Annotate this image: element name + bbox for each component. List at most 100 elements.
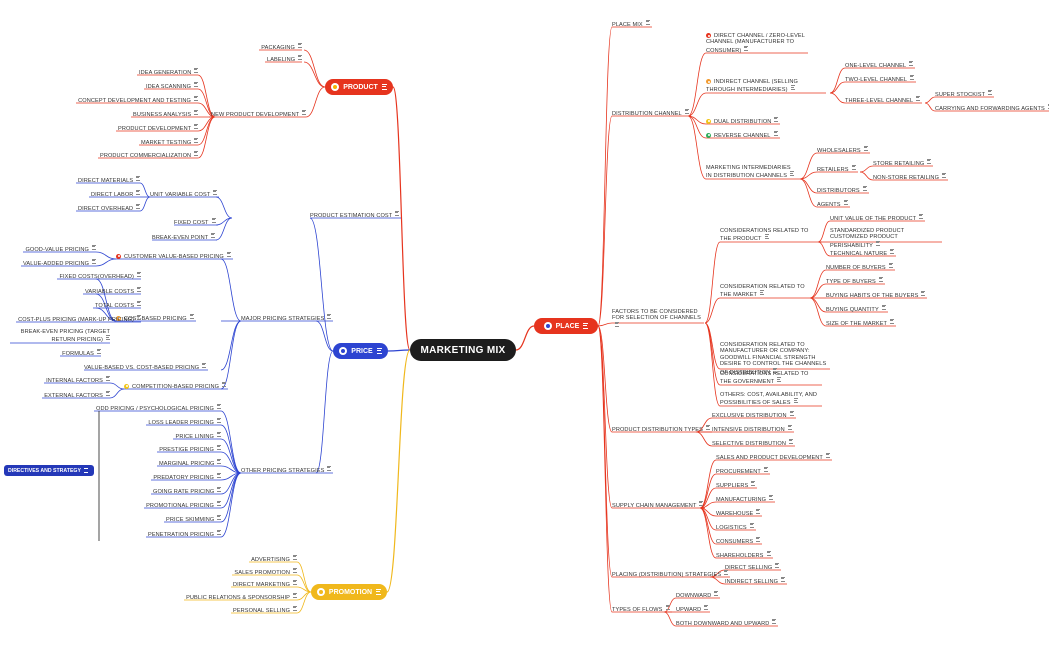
topic-number-of-buyers[interactable]: NUMBER OF BUYERS: [826, 262, 893, 271]
topic-size-of-the-market[interactable]: SIZE OF THE MARKET: [826, 318, 895, 327]
topic-place-mix[interactable]: PLACE MIX: [612, 19, 650, 28]
topic-selective-distribution[interactable]: SELECTIVE DISTRIBUTION: [712, 438, 793, 447]
topic-sales-and-product-development[interactable]: SALES AND PRODUCT DEVELOPMENT: [716, 452, 830, 461]
topic-odd-pricing-psychological-pricing[interactable]: ODD PRICING / PSYCHOLOGICAL PRICING: [96, 403, 221, 412]
topic-non-store-retailing[interactable]: NON-STORE RETAILING: [873, 172, 947, 181]
topic-manufacturing[interactable]: MANUFACTURING: [716, 494, 774, 503]
topic-two-level-channel[interactable]: TWO-LEVEL CHANNEL: [845, 74, 915, 83]
topic-logistics[interactable]: LOGISTICS: [716, 522, 754, 531]
topic-personal-selling[interactable]: PERSONAL SELLING: [233, 605, 298, 614]
topic-external-factors[interactable]: EXTERNAL FACTORS: [44, 390, 110, 399]
topic-public-relations-sponsorship[interactable]: PUBLIC RELATIONS & SPONSORSHIP: [186, 592, 297, 601]
topic-price-lining[interactable]: PRICE LINING: [175, 431, 221, 440]
topic-unit-variable-cost[interactable]: UNIT VARIABLE COST: [150, 189, 218, 198]
topic-wholesalers[interactable]: WHOLESALERS: [817, 145, 868, 154]
main-topic-promotion[interactable]: PROMOTION: [311, 584, 387, 600]
topic-promotional-pricing[interactable]: PROMOTIONAL PRICING: [146, 500, 221, 509]
topic-competition-based-pricing[interactable]: COMPETITION-BASED PRICING: [124, 381, 227, 390]
topic-factors-to-be-considered-for-selection-o[interactable]: FACTORS TO BE CONSIDERED FOR SELECTION O…: [612, 309, 702, 330]
topic-direct-labor[interactable]: DIRECT LABOR: [91, 189, 141, 198]
central-topic[interactable]: MARKETING MIX: [410, 339, 516, 361]
topic-considerations-related-to-the-product[interactable]: CONSIDERATIONS RELATED TO THE PRODUCT: [720, 228, 820, 243]
topic-supply-chain-management[interactable]: SUPPLY CHAIN MANAGEMENT: [612, 500, 704, 509]
topic-intensive-distribution[interactable]: INTENSIVE DISTRIBUTION: [712, 424, 792, 433]
topic-sales-promotion[interactable]: SALES PROMOTION: [234, 567, 297, 576]
topic-break-even-pricing-target-return-pricing[interactable]: BREAK-EVEN PRICING (TARGET RETURN PRICIN…: [12, 329, 110, 344]
topic-indirect-channel-selling-through-interme[interactable]: INDIRECT CHANNEL (SELLING THROUGH INTERM…: [706, 79, 824, 94]
topic-three-level-channel[interactable]: THREE-LEVEL CHANNEL: [845, 95, 921, 104]
topic-major-pricing-strategies[interactable]: MAJOR PRICING STRATEGIES: [241, 313, 332, 322]
topic-shareholders[interactable]: SHAREHOLDERS: [716, 550, 771, 559]
topic-direct-selling[interactable]: DIRECT SELLING: [725, 562, 780, 571]
topic-going-rate-pricing[interactable]: GOING RATE PRICING: [153, 486, 222, 495]
topic-types-of-flows[interactable]: TYPES OF FLOWS: [612, 604, 670, 613]
topic-market-testing[interactable]: MARKET TESTING: [141, 137, 199, 146]
topic-unit-value-of-the-product[interactable]: UNIT VALUE OF THE PRODUCT: [830, 213, 924, 222]
topic-suppliers[interactable]: SUPPLIERS: [716, 480, 756, 489]
topic-break-even-point[interactable]: BREAK-EVEN POINT: [152, 232, 216, 241]
topic-both-downward-and-upward[interactable]: BOTH DOWNWARD AND UPWARD: [676, 618, 777, 627]
main-topic-place[interactable]: PLACE: [534, 318, 598, 334]
topic-price-skimming[interactable]: PRICE SKIMMING: [166, 514, 222, 523]
topic-consumers[interactable]: CONSUMERS: [716, 536, 761, 545]
topic-dual-distribution[interactable]: DUAL DISTRIBUTION: [706, 116, 779, 125]
topic-one-level-channel[interactable]: ONE-LEVEL CHANNEL: [845, 60, 914, 69]
topic-carrying-and-forwarding-agents[interactable]: CARRYING AND FORWARDING AGENTS: [935, 103, 1049, 112]
topic-indirect-selling[interactable]: INDIRECT SELLING: [725, 576, 786, 585]
topic-type-of-buyers[interactable]: TYPE OF BUYERS: [826, 276, 883, 285]
topic-product-commercialization[interactable]: PRODUCT COMMERCIALIZATION: [100, 150, 199, 159]
topic-idea-scanning[interactable]: IDEA SCANNING: [146, 81, 199, 90]
topic-total-costs[interactable]: TOTAL COSTS: [95, 300, 142, 309]
topic-standardized-product-customized-product-[interactable]: STANDARDIZED PRODUCT CUSTOMIZED PRODUCT …: [830, 228, 940, 249]
topic-fixed-cost[interactable]: FIXED COST: [174, 217, 216, 226]
topic-good-value-pricing[interactable]: GOOD-VALUE PRICING: [25, 244, 96, 253]
topic-cost-plus-pricing-mark-up-pricing[interactable]: COST-PLUS PRICING (MARK-UP PRICING): [18, 314, 141, 323]
topic-labeling[interactable]: LABELING: [267, 54, 303, 63]
topic-marketing-intermediaries-in-distribution[interactable]: MARKETING INTERMEDIARIES IN DISTRIBUTION…: [706, 165, 798, 180]
topic-penetration-pricing[interactable]: PENETRATION PRICING: [148, 529, 222, 538]
topic-consideration-related-to-manufacturer-or[interactable]: CONSIDERATION RELATED TO MANUFACTURER OR…: [720, 342, 828, 376]
topic-reverse-channel[interactable]: REVERSE CHANNEL: [706, 130, 778, 139]
topic-direct-channel-zero-level-channel-manufa[interactable]: DIRECT CHANNEL / ZERO-LEVEL CHANNEL (MAN…: [706, 33, 806, 54]
topic-placing-distribution-strategies[interactable]: PLACING (DISTRIBUTION) STRATEGIES: [612, 569, 729, 578]
topic-internal-factors[interactable]: INTERNAL FACTORS: [46, 375, 110, 384]
main-topic-price[interactable]: PRICE: [333, 343, 388, 359]
topic-technical-nature[interactable]: TECHNICAL NATURE: [830, 248, 895, 257]
topic-business-analysis[interactable]: BUSINESS ANALYSIS: [133, 109, 199, 118]
topic-distributors[interactable]: DISTRIBUTORS: [817, 185, 867, 194]
topic-upward[interactable]: UPWARD: [676, 604, 709, 613]
topic-variable-costs[interactable]: VARIABLE COSTS: [85, 286, 142, 295]
topic-loss-leader-pricing[interactable]: LOSS LEADER PRICING: [148, 417, 221, 426]
topic-distribution-channel[interactable]: DISTRIBUTION CHANNEL: [612, 108, 689, 117]
topic-product-estimation-cost[interactable]: PRODUCT ESTIMATION COST: [310, 210, 400, 219]
topic-procurement[interactable]: PROCUREMENT: [716, 466, 768, 475]
topic-retailers[interactable]: RETAILERS: [817, 164, 856, 173]
topic-new-product-development[interactable]: NEW PRODUCT DEVELOPMENT: [211, 109, 307, 118]
topic-agents[interactable]: AGENTS: [817, 199, 848, 208]
topic-buying-quantity[interactable]: BUYING QUANTITY: [826, 304, 886, 313]
topic-store-retailing[interactable]: STORE RETAILING: [873, 158, 932, 167]
topic-value-added-pricing[interactable]: VALUE-ADDED PRICING: [23, 258, 97, 267]
main-topic-product[interactable]: PRODUCT: [325, 79, 393, 95]
topic-concept-development-and-testing[interactable]: CONCEPT DEVELOPMENT AND TESTING: [78, 95, 198, 104]
topic-packaging[interactable]: PACKAGING: [261, 42, 302, 51]
topic-formulas[interactable]: FORMULAS: [62, 348, 101, 357]
topic-predatory-pricing[interactable]: PREDATORY PRICING: [153, 472, 221, 481]
topic-buying-habits-of-the-buyers[interactable]: BUYING HABITS OF THE BUYERS: [826, 290, 926, 299]
detached-topic[interactable]: DIRECTIVES AND STRATEGY: [4, 465, 94, 476]
topic-fixed-costs-overhead[interactable]: FIXED COSTS(OVERHEAD): [59, 271, 141, 280]
topic-cost-based-pricing[interactable]: COST-BASED PRICING: [116, 313, 194, 322]
topic-direct-overhead[interactable]: DIRECT OVERHEAD: [78, 203, 141, 212]
topic-direct-materials[interactable]: DIRECT MATERIALS: [78, 175, 141, 184]
topic-direct-marketing[interactable]: DIRECT MARKETING: [233, 579, 298, 588]
topic-prestige-pricing[interactable]: PRESTIGE PRICING: [159, 444, 221, 453]
topic-marginal-pricing[interactable]: MARGINAL PRICING: [159, 458, 222, 467]
topic-consideration-related-to-the-market[interactable]: CONSIDERATION RELATED TO THE MARKET: [720, 284, 810, 299]
topic-other-pricing-strategies[interactable]: OTHER PRICING STRATEGIES: [241, 465, 332, 474]
topic-customer-value-based-pricing[interactable]: CUSTOMER VALUE-BASED PRICING: [116, 251, 231, 260]
topic-product-development[interactable]: PRODUCT DEVELOPMENT: [118, 123, 199, 132]
topic-exclusive-distribution[interactable]: EXCLUSIVE DISTRIBUTION: [712, 410, 794, 419]
topic-considerations-related-to-the-government[interactable]: CONSIDERATIONS RELATED TO THE GOVERNMENT: [720, 371, 820, 386]
topic-advertising[interactable]: ADVERTISING: [251, 554, 297, 563]
topic-others-cost-availability-and-possibiliti[interactable]: OTHERS: COST, AVAILABILITY, AND POSSIBIL…: [720, 392, 820, 407]
